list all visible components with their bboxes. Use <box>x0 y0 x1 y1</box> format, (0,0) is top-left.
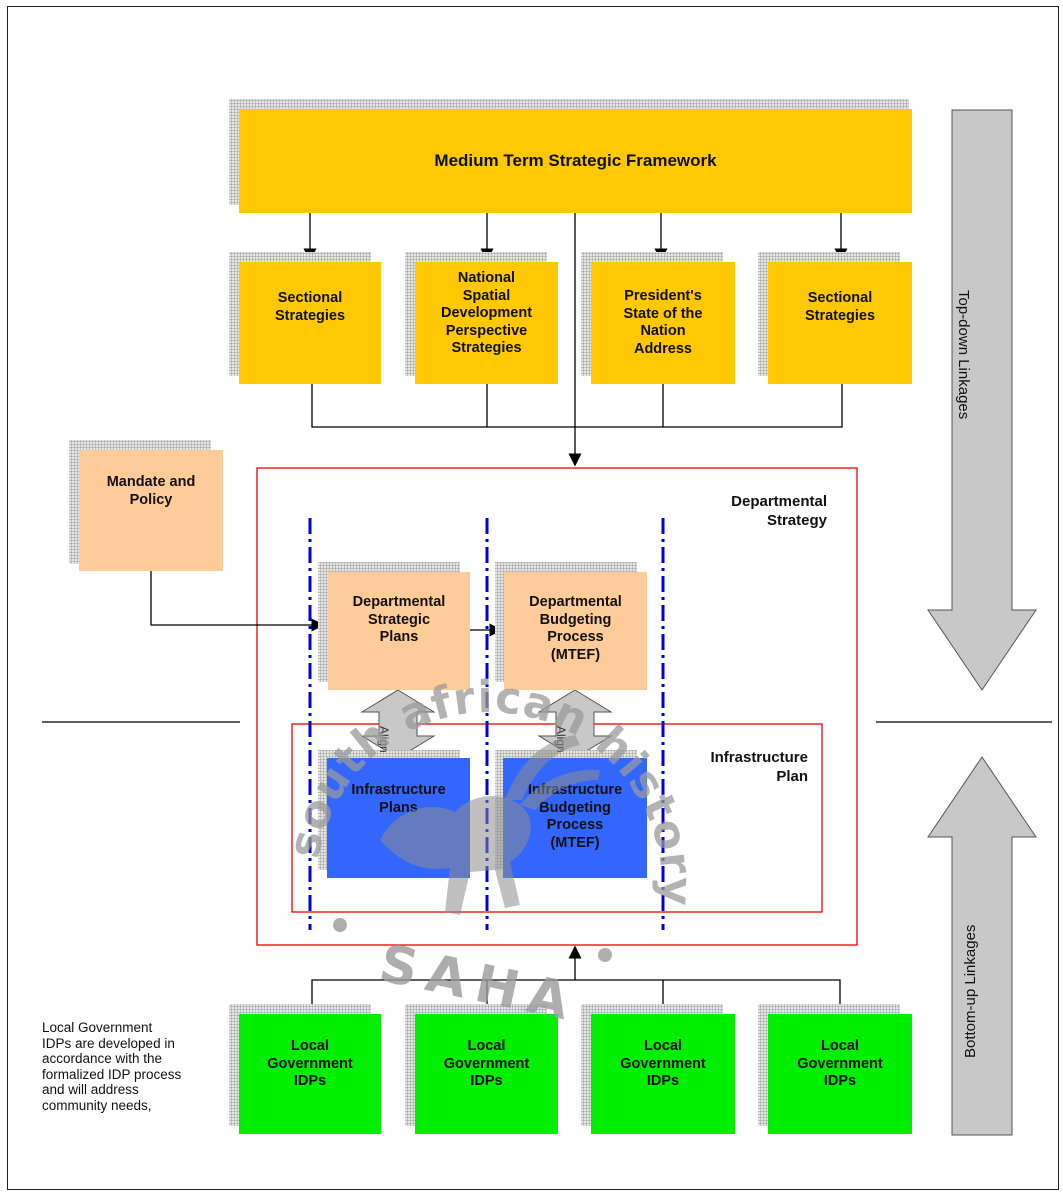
strategy-label: National Spatial Development Perspective… <box>440 270 533 356</box>
lg-idps-box-4: Local Government IDPs <box>768 1014 912 1134</box>
bottom-up-arrow <box>927 756 1037 1136</box>
lg-note: Local Government IDPs are developed in a… <box>42 1020 182 1113</box>
strategy-label: Sectional Strategies <box>274 290 346 324</box>
diagram-frame <box>7 6 1059 1190</box>
strategy-box-4: Sectional Strategies <box>768 262 912 384</box>
strategy-box-3: President's State of the Nation Address <box>591 262 735 384</box>
bottom-up-label: Bottom-up Linkages <box>962 924 979 1058</box>
mtsf-label: Medium Term Strategic Framework <box>434 151 717 171</box>
lg-idps-label: Local Government IDPs <box>443 1038 530 1089</box>
infrastructure-budgeting-label: Infrastructure Budgeting Process (MTEF) <box>527 782 623 851</box>
infrastructure-plans-label: Infrastructure Plans <box>351 782 446 816</box>
align-label-1: Align <box>377 726 391 753</box>
strategy-box-1: Sectional Strategies <box>239 262 381 384</box>
lg-idps-box-1: Local Government IDPs <box>239 1014 381 1134</box>
lg-bracket <box>311 979 841 1015</box>
lg-idps-label: Local Government IDPs <box>797 1038 883 1089</box>
infrastructure-budgeting-box: Infrastructure Budgeting Process (MTEF) <box>503 758 647 878</box>
dept-strategic-plans-box: Departmental Strategic Plans <box>328 572 470 690</box>
dept-strategic-plans-label: Departmental Strategic Plans <box>352 594 446 645</box>
strategy-label: Sectional Strategies <box>804 290 876 324</box>
mandate-label: Mandate and Policy <box>106 474 196 508</box>
align-label-2: Align <box>554 726 568 753</box>
lg-idps-box-3: Local Government IDPs <box>591 1014 735 1134</box>
dept-budgeting-box: Departmental Budgeting Process (MTEF) <box>504 572 647 690</box>
top-down-label: Top-down Linkages <box>955 290 972 420</box>
lg-idps-box-2: Local Government IDPs <box>415 1014 558 1134</box>
mandate-box: Mandate and Policy <box>79 450 223 571</box>
lg-idps-label: Local Government IDPs <box>620 1038 706 1089</box>
infrastructure-plans-box: Infrastructure Plans <box>327 758 470 878</box>
lg-idps-label: Local Government IDPs <box>267 1038 353 1089</box>
departmental-strategy-label: Departmental Strategy <box>731 493 827 529</box>
top-down-arrow <box>927 109 1037 691</box>
dept-budgeting-label: Departmental Budgeting Process (MTEF) <box>529 594 622 663</box>
strategy-label: President's State of the Nation Address <box>623 288 703 357</box>
strategy-box-2: National Spatial Development Perspective… <box>415 262 558 384</box>
strategies-bracket <box>311 384 843 428</box>
departmental-strategy-border <box>256 467 858 946</box>
mtsf-box: Medium Term Strategic Framework <box>239 109 912 213</box>
arrow-mandate-to-plans <box>150 570 325 632</box>
infrastructure-plan-label: Infrastructure Plan <box>710 749 808 785</box>
